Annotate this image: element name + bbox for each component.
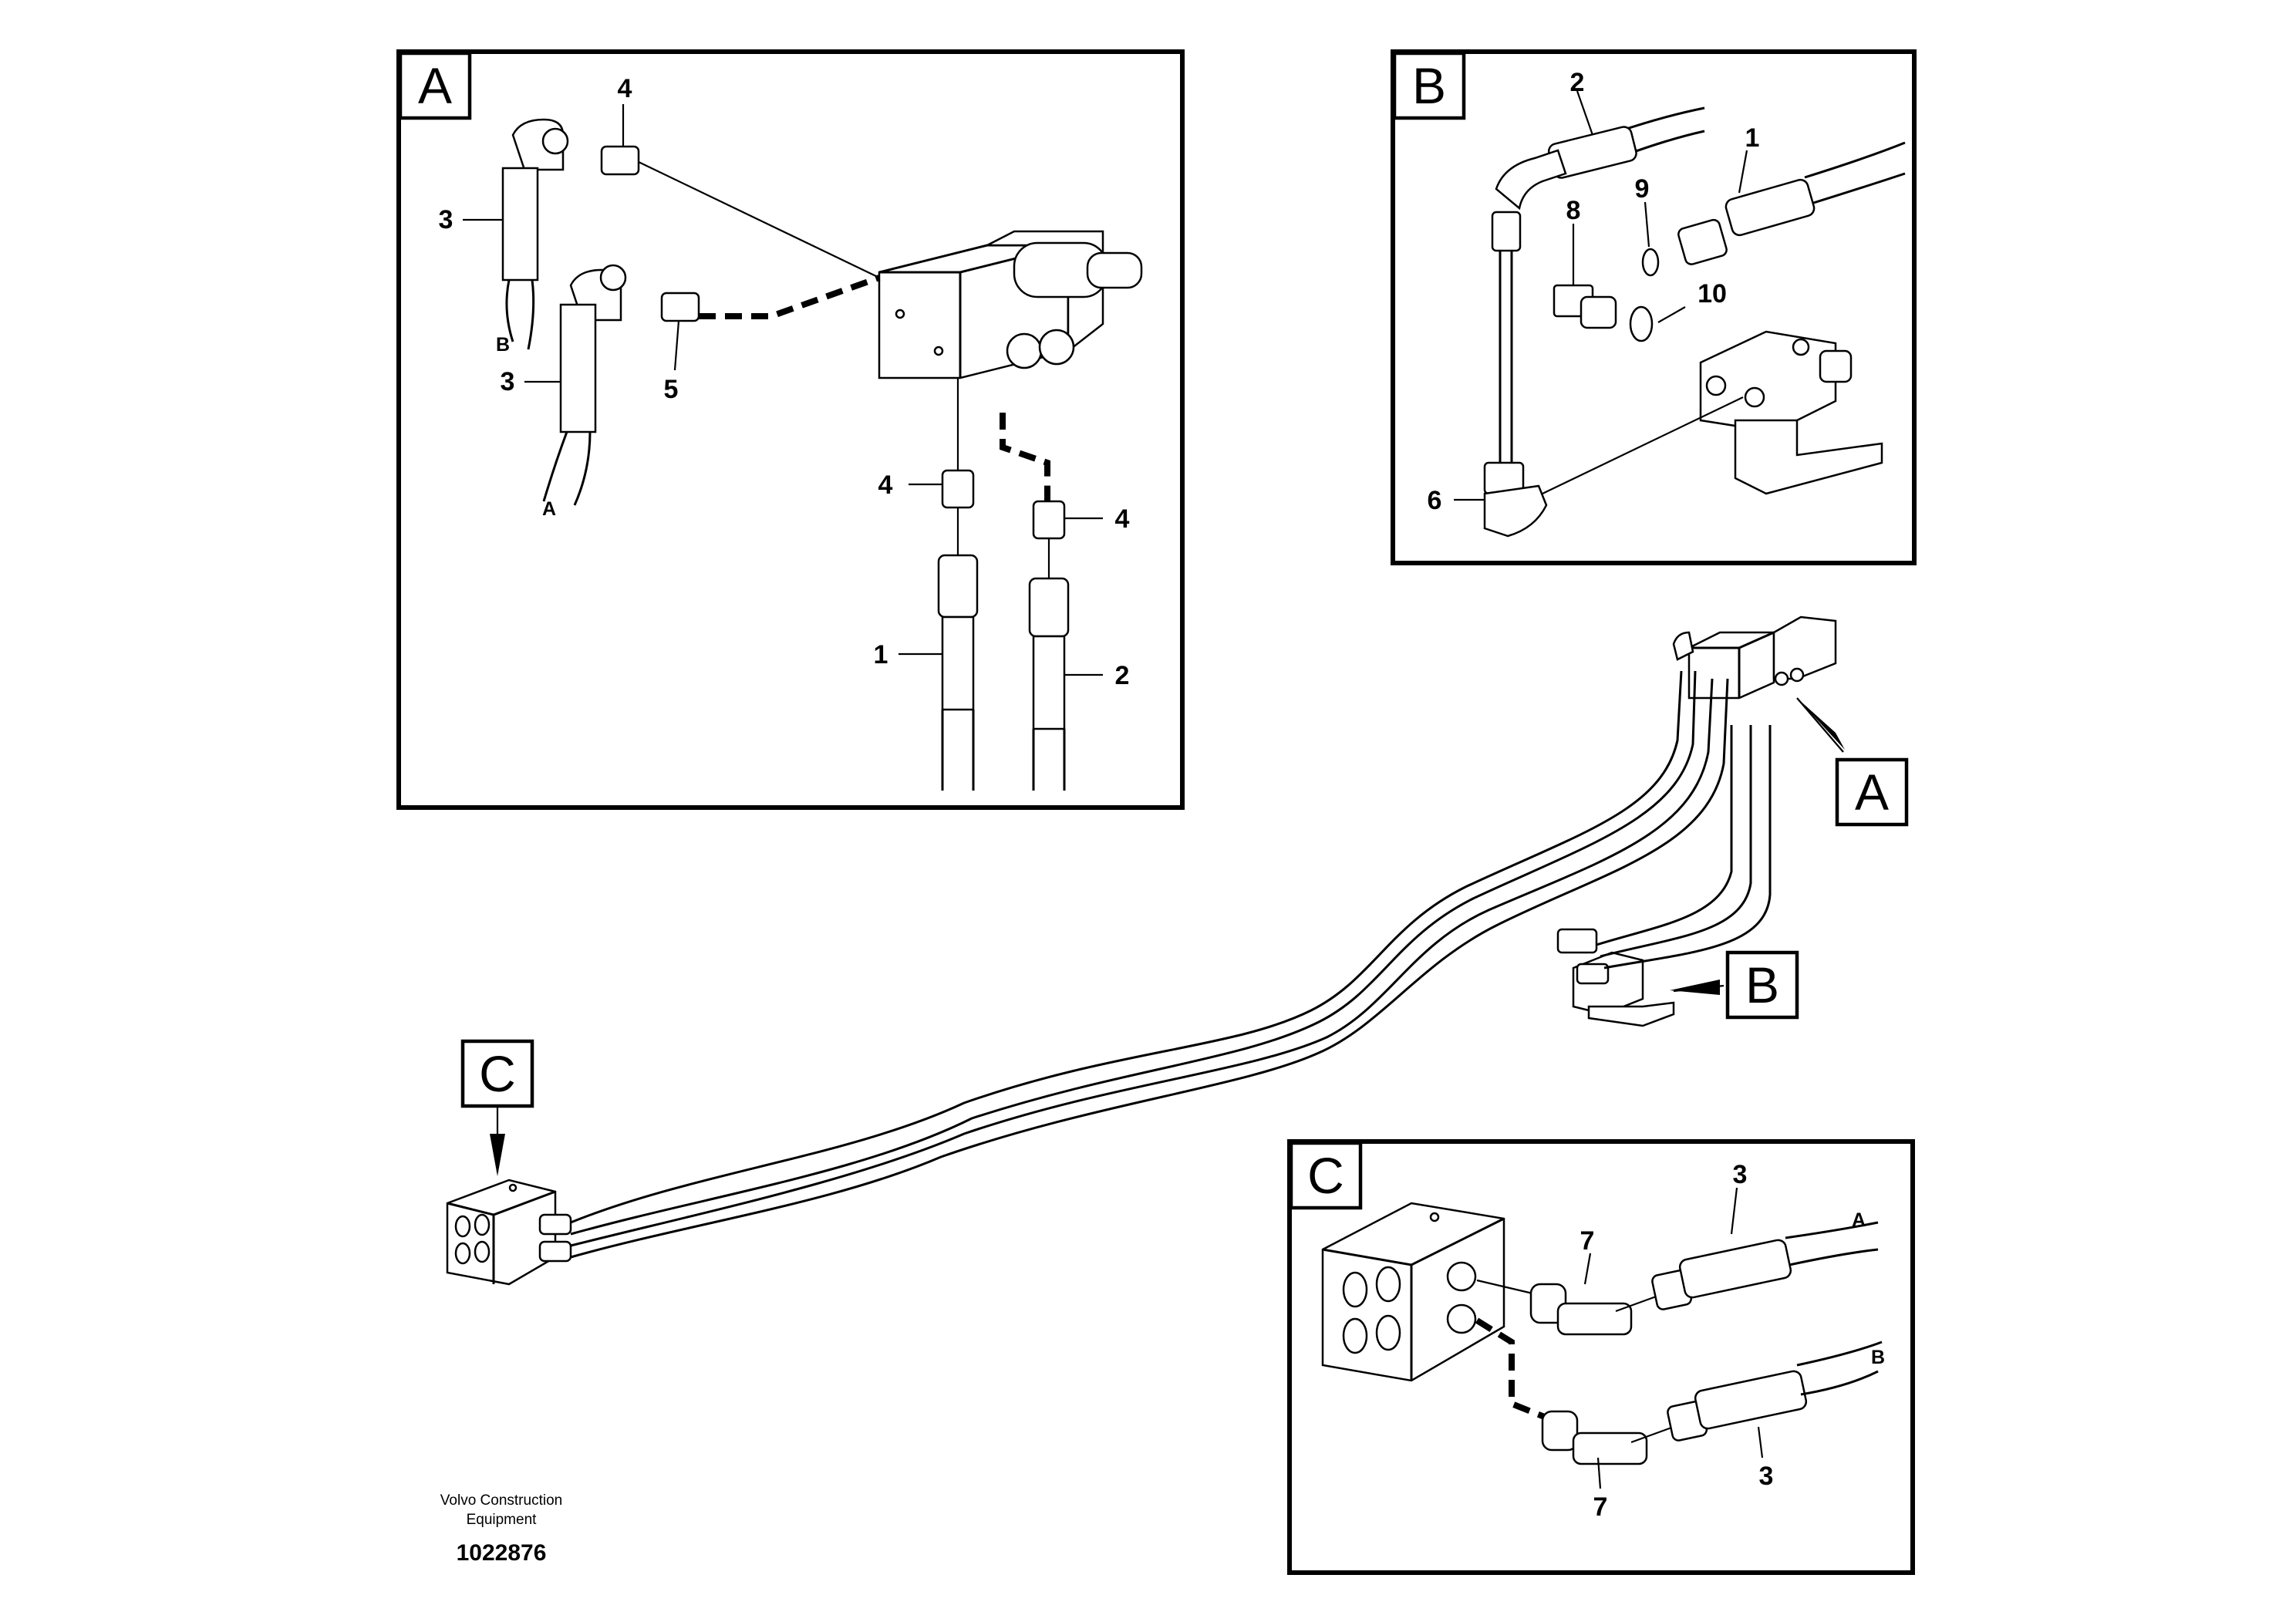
elbow-7-upper: [1476, 1279, 1633, 1336]
callout-a-5: 5: [664, 375, 679, 404]
callout-c-7-upper: 7: [1580, 1226, 1595, 1256]
detail-b-label: B: [1412, 57, 1446, 114]
elbow-hose-b-a: [501, 118, 569, 350]
valve-block-b: [1699, 330, 1883, 495]
hose-1-a: [937, 554, 979, 791]
callout-a-3-upper: 3: [439, 205, 453, 234]
hose-3-lower-c: [1630, 1340, 1883, 1444]
callout-b-2: 2: [1570, 68, 1585, 97]
callout-a-3-lower: 3: [501, 367, 515, 396]
overview-assembly: A B C: [446, 615, 1909, 1286]
callout-b-1: 1: [1745, 123, 1760, 153]
callout-a-1: 1: [874, 640, 888, 669]
detail-c-label: C: [1307, 1147, 1344, 1204]
callout-a-4-right: 4: [1115, 504, 1130, 534]
adapter-4-right: [1032, 500, 1066, 540]
overview-tag-b: B: [1670, 950, 1799, 1020]
seal-9: [1641, 248, 1660, 277]
overview-tag-c: C: [460, 1039, 534, 1176]
port-a-c: A: [1852, 1209, 1866, 1231]
hose-2-a: [1028, 577, 1070, 791]
callout-b-10: 10: [1698, 279, 1727, 309]
overview-tag-c-label: C: [479, 1045, 516, 1102]
company-name-line2: Equipment: [467, 1512, 538, 1528]
detail-c-frame: [1287, 1139, 1915, 1575]
callout-a-4-left: 4: [878, 470, 893, 500]
overview-bracket-b: [1556, 928, 1675, 1027]
detail-view-c: C: [1287, 1139, 1915, 1575]
overview-hose-bundle: [570, 670, 1772, 1259]
callout-b-6: 6: [1428, 486, 1442, 515]
adapter-4-left: [941, 469, 975, 509]
detail-b-frame: [1391, 49, 1917, 565]
distribution-block-c: [1321, 1202, 1505, 1382]
elbow-hose-a-a: [542, 264, 627, 506]
adapter-8: [1553, 284, 1617, 329]
detail-view-b: B: [1391, 49, 1917, 565]
detail-view-a: A: [396, 49, 1185, 810]
overview-valve-a: [1672, 615, 1837, 700]
footer: Volvo Construction Equipment 1022876: [440, 1492, 562, 1566]
hose-3-upper-c: [1615, 1221, 1879, 1313]
detail-a-label: A: [418, 57, 452, 114]
document-number: 1022876: [457, 1540, 547, 1566]
callout-b-8: 8: [1566, 196, 1581, 225]
elbow-6: [1483, 396, 1744, 538]
port-b-a: B: [496, 334, 510, 356]
callout-a-2: 2: [1115, 661, 1130, 690]
detail-a-tag: [398, 51, 472, 120]
overview-tag-a: A: [1796, 697, 1909, 827]
elbow-7-lower: [1475, 1317, 1648, 1465]
overview-tag-b-label: B: [1745, 956, 1779, 1013]
detail-b-tag: [1392, 51, 1466, 120]
adapter-5: [660, 292, 700, 322]
hose-2-b: [1491, 106, 1705, 463]
port-b-c: B: [1871, 1347, 1885, 1368]
detail-c-tag: [1289, 1141, 1363, 1210]
callout-c-3-upper: 3: [1733, 1160, 1748, 1189]
overview-block-c: [446, 1179, 572, 1286]
valve-block-a: [878, 230, 1143, 379]
overview-tag-a-label: A: [1855, 764, 1889, 821]
detail-a-frame: [396, 49, 1185, 810]
hose-1-b: [1677, 141, 1906, 265]
callout-b-9: 9: [1635, 174, 1650, 204]
seal-10: [1629, 305, 1654, 342]
port-a-a: A: [542, 498, 556, 520]
callout-c-3-lower: 3: [1759, 1462, 1774, 1491]
callout-a-4-top: 4: [618, 74, 632, 103]
company-name-line1: Volvo Construction: [440, 1492, 562, 1509]
adapter-4-top: [600, 145, 640, 176]
callout-c-7-lower: 7: [1593, 1492, 1608, 1522]
